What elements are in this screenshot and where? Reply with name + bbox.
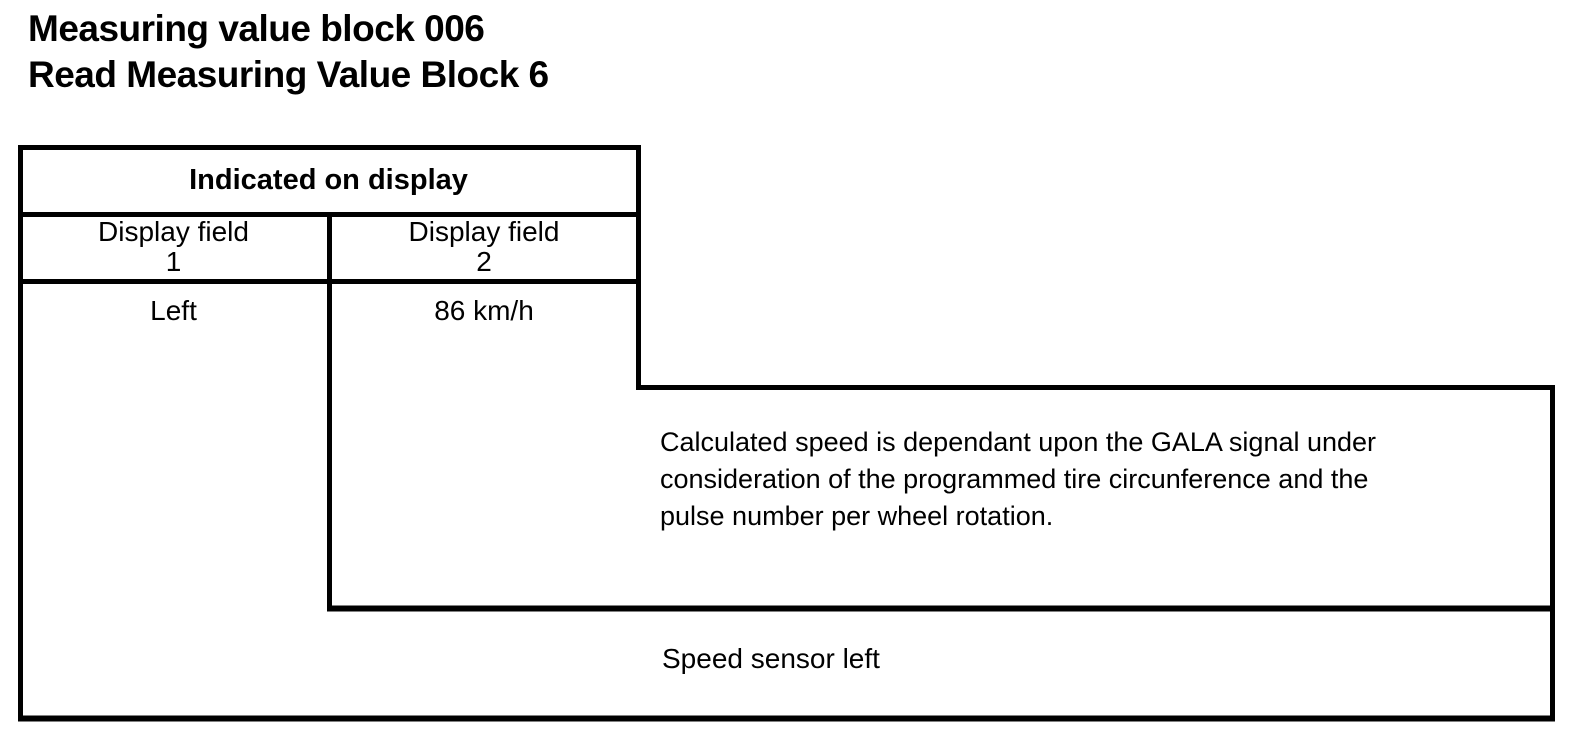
page-title: Measuring value block 006 Read Measuring… [28,6,549,98]
table-header-label: Indicated on display [189,163,468,196]
column-1-label: Display field [98,216,249,247]
column-2-label: Display field [408,216,560,247]
field-2-description: Calculated speed is dependant upon the G… [660,424,1376,535]
column-header-display-field-1: Display field 1 [18,215,329,279]
field-2-value-text: 86 km/h [434,295,534,326]
field-2-description-line-3: pulse number per wheel rotation. [660,501,1054,531]
table-header-indicated-on-display: Indicated on display [18,148,639,212]
title-line-2: Read Measuring Value Block 6 [28,54,549,95]
field-2-description-line-2: consideration of the programmed tire cir… [660,464,1369,494]
column-1-number: 1 [165,246,182,277]
field-2-description-line-1: Calculated speed is dependant upon the G… [660,427,1377,457]
column-header-display-field-2: Display field 2 [329,215,639,279]
field-1-description: Speed sensor left [662,643,880,674]
display-field-2-value: 86 km/h [329,282,639,340]
title-line-1: Measuring value block 006 [28,8,485,49]
field-1-value-text: Left [150,295,197,326]
display-field-1-value: Left [18,282,329,340]
column-2-number: 2 [476,246,492,277]
